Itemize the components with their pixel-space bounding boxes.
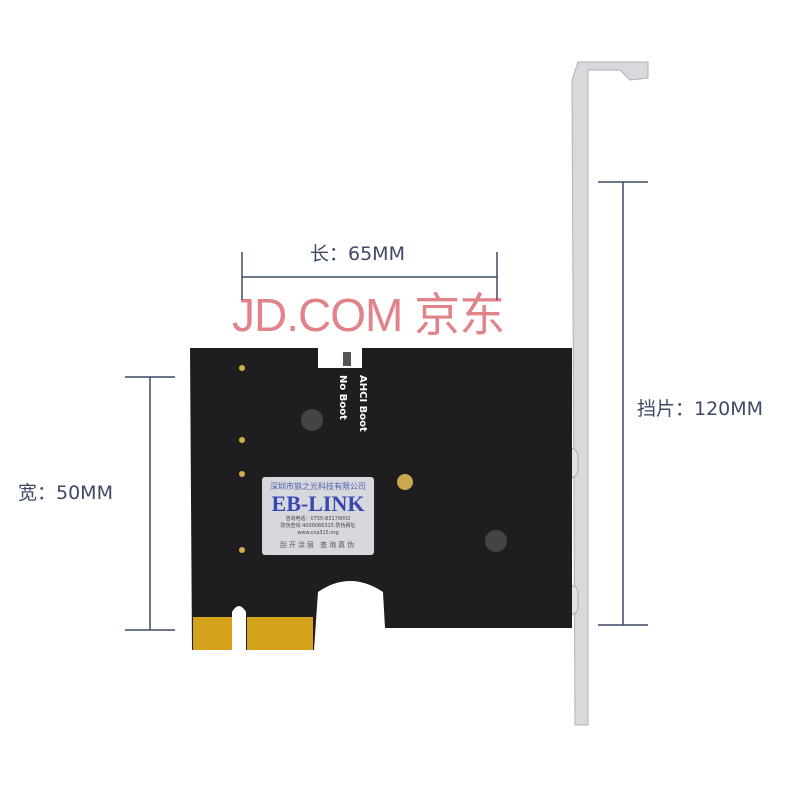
pcb-board — [190, 348, 572, 650]
width-label: 宽：50MM — [18, 482, 113, 504]
brand-label-sticker: 深圳市狼之光科技有限公司 EB-LINK 咨询电话：0755-83179002 … — [262, 477, 374, 555]
label-footer: 刮开涂层 查询真伪 — [279, 541, 357, 549]
watermark: JD.COM 京东 — [232, 289, 505, 341]
phone: 咨询电话：0755-83179002 — [285, 516, 351, 522]
mount-hole — [485, 530, 507, 552]
jumper-noboot-label: No Boot — [337, 375, 348, 420]
company-name: 深圳市狼之光科技有限公司 — [270, 482, 366, 491]
length-label: 长：65MM — [310, 243, 405, 265]
mount-hole — [301, 409, 323, 431]
jumper — [343, 352, 351, 366]
gold-fingers — [193, 617, 313, 650]
dimension-lines — [125, 181, 648, 631]
screw-pad — [397, 474, 413, 490]
jumper-ahci-label: AHCI Boot — [357, 375, 368, 432]
brand-name: EB-LINK — [271, 491, 365, 516]
bracket-label: 挡片：120MM — [637, 398, 764, 420]
verify-info: 防伪查询 4000066315 防伪网址 www.cca315.org — [280, 523, 356, 536]
